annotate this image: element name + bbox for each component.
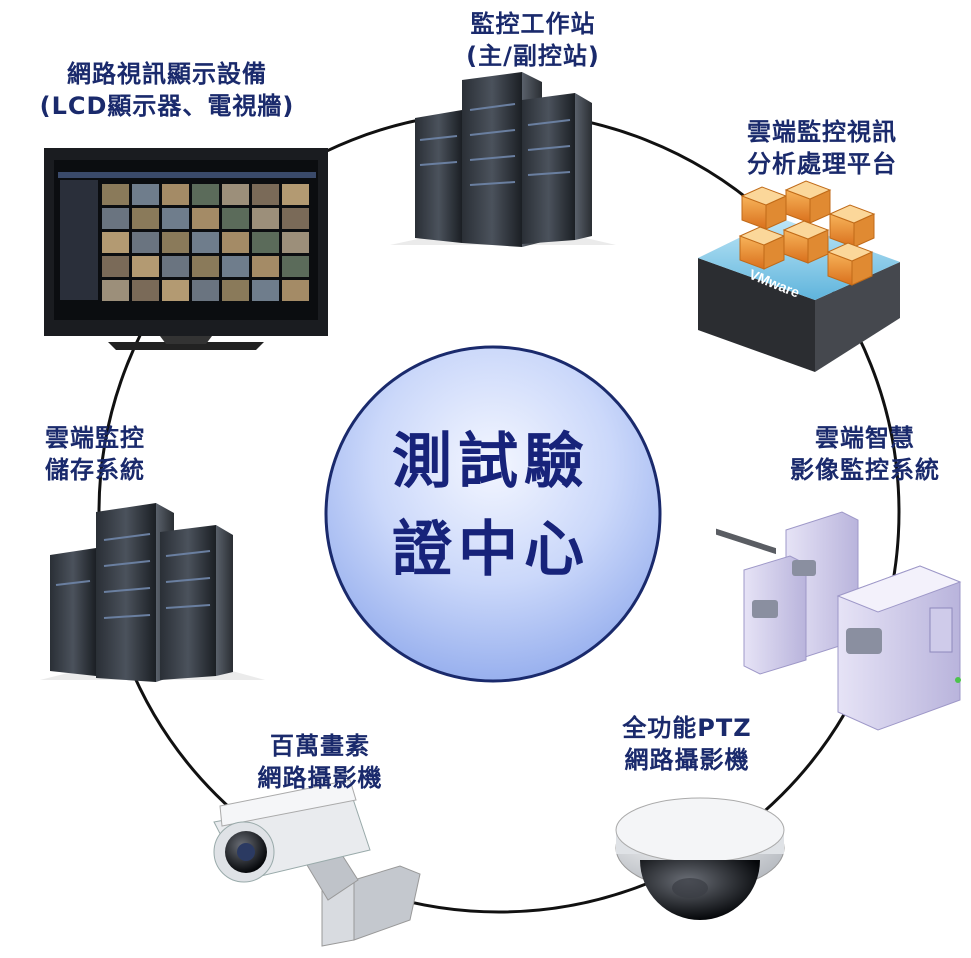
- workstation-label-line1: 監控工作站: [470, 10, 596, 38]
- video-thumbnail: [102, 232, 129, 253]
- video-thumbnail: [282, 184, 309, 205]
- video-thumbnail: [192, 208, 219, 229]
- video-thumbnail: [252, 232, 279, 253]
- ptz-camera-label: 全功能PTZ 網路攝影機: [592, 712, 782, 776]
- video-thumbnail: [282, 256, 309, 277]
- video-thumbnail: [282, 232, 309, 253]
- video-thumbnail: [132, 184, 159, 205]
- cloud-storage-label: 雲端監控 儲存系統: [20, 422, 170, 486]
- video-thumbnail: [162, 280, 189, 301]
- video-thumbnail: [222, 208, 249, 229]
- video-thumbnail: [192, 232, 219, 253]
- video-thumbnail: [282, 280, 309, 301]
- cloud-platform-label: 雲端監控視訊 分析處理平台: [722, 116, 922, 180]
- smart-video-label: 雲端智慧 影像監控系統: [765, 422, 965, 486]
- display-label: 網路視訊顯示設備 (LCD顯示器、電視牆): [2, 58, 332, 122]
- center-title: 測試驗 證中心: [356, 418, 626, 594]
- video-thumbnail: [252, 280, 279, 301]
- video-thumbnail: [282, 208, 309, 229]
- video-thumbnail: [192, 256, 219, 277]
- video-thumbnail: [222, 280, 249, 301]
- vm-box: [782, 220, 830, 240]
- display-label-line1: 網路視訊顯示設備: [67, 60, 267, 88]
- smart-video-label-line1: 雲端智慧: [815, 424, 915, 452]
- video-thumbnail: [192, 280, 219, 301]
- storage-servers-icon: [40, 503, 265, 682]
- smart-video-servers-icon: [743, 511, 962, 731]
- lcd-display-icon: [44, 148, 328, 350]
- video-thumbnail: [102, 184, 129, 205]
- vm-box: [828, 204, 876, 224]
- video-thumbnail: [162, 256, 189, 277]
- video-thumbnail: [162, 208, 189, 229]
- video-thumbnail: [252, 208, 279, 229]
- video-thumbnail: [162, 232, 189, 253]
- dome-camera-icon: [615, 797, 785, 920]
- smart-video-label-line2: 影像監控系統: [790, 456, 940, 484]
- vm-box: [826, 242, 874, 262]
- megapixel-camera-label: 百萬畫素 網路攝影機: [230, 730, 410, 794]
- video-thumbnail: [132, 280, 159, 301]
- cloud-platform-label-line1: 雲端監控視訊: [747, 118, 897, 146]
- megapixel-camera-label-line2: 網路攝影機: [257, 764, 383, 792]
- center-circle: [324, 345, 662, 683]
- video-thumbnail: [222, 184, 249, 205]
- video-thumbnail: [102, 208, 129, 229]
- display-label-line2: (LCD顯示器、電視牆): [39, 92, 295, 120]
- center-title-line2: 證中心: [392, 515, 590, 585]
- ptz-camera-label-line2: 網路攝影機: [624, 746, 750, 774]
- workstation-servers-icon: [390, 72, 616, 247]
- video-thumbnail: [252, 184, 279, 205]
- video-thumbnail: [132, 256, 159, 277]
- cloud-platform-label-line2: 分析處理平台: [747, 150, 897, 178]
- center-title-line1: 測試驗: [392, 427, 590, 497]
- video-thumbnail: [132, 208, 159, 229]
- bullet-camera-icon: [213, 779, 421, 947]
- video-thumbnail: [102, 280, 129, 301]
- vmware-platform-icon: VMware: [698, 180, 900, 555]
- video-thumbnail: [192, 184, 219, 205]
- cloud-storage-label-line1: 雲端監控: [45, 424, 145, 452]
- workstation-label-line2: (主/副控站): [466, 42, 600, 70]
- video-thumbnail: [222, 232, 249, 253]
- ptz-camera-label-line1: 全功能PTZ: [622, 714, 752, 742]
- cloud-storage-label-line2: 儲存系統: [45, 456, 145, 484]
- video-thumbnail: [252, 256, 279, 277]
- megapixel-camera-label-line1: 百萬畫素: [270, 732, 370, 760]
- workstation-label: 監控工作站 (主/副控站): [438, 8, 628, 72]
- video-thumbnail: [132, 232, 159, 253]
- video-thumbnail: [102, 256, 129, 277]
- video-thumbnail: [222, 256, 249, 277]
- video-thumbnail: [162, 184, 189, 205]
- vm-box: [784, 180, 832, 200]
